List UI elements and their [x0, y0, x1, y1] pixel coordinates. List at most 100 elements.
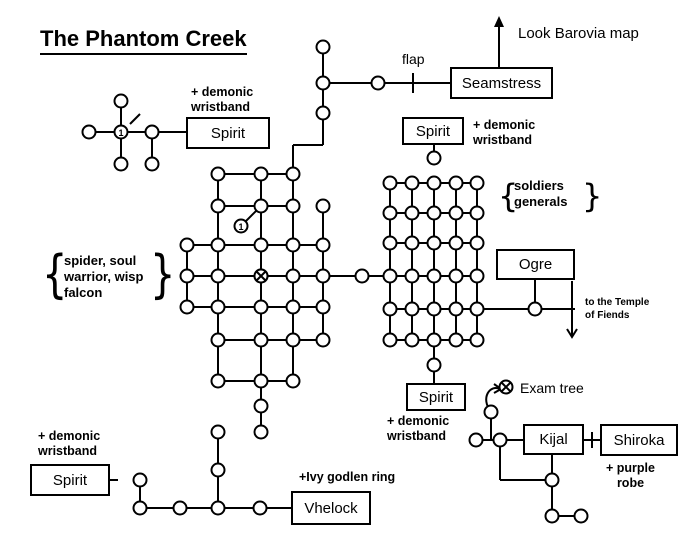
- room-node[interactable]: [382, 332, 398, 348]
- room-node[interactable]: [132, 500, 148, 516]
- room-node[interactable]: [573, 508, 589, 524]
- reward-note-wristband: + demonic wristband: [191, 85, 253, 115]
- room-node[interactable]: [144, 124, 160, 140]
- room-node[interactable]: [492, 432, 508, 448]
- room-node[interactable]: [315, 105, 331, 121]
- room-node[interactable]: [483, 404, 499, 420]
- room-node[interactable]: [315, 332, 331, 348]
- room-node[interactable]: [404, 268, 420, 284]
- room-node[interactable]: [354, 268, 370, 284]
- room-node[interactable]: [253, 424, 269, 440]
- room-node[interactable]: [448, 301, 464, 317]
- room-node[interactable]: [210, 424, 226, 440]
- room-node[interactable]: [210, 268, 226, 284]
- kijal-box[interactable]: Kijal: [523, 424, 584, 455]
- spirit-box-south[interactable]: Spirit: [406, 383, 466, 411]
- room-node[interactable]: [81, 124, 97, 140]
- room-node[interactable]: [468, 432, 484, 448]
- room-node[interactable]: [285, 166, 301, 182]
- room-node[interactable]: [179, 299, 195, 315]
- room-node[interactable]: [370, 75, 386, 91]
- spirit-box-northeast[interactable]: Spirit: [402, 117, 464, 145]
- room-node[interactable]: [426, 175, 442, 191]
- room-node[interactable]: [253, 299, 269, 315]
- room-node[interactable]: [253, 166, 269, 182]
- room-node[interactable]: [382, 301, 398, 317]
- room-node[interactable]: [210, 332, 226, 348]
- room-node[interactable]: [315, 198, 331, 214]
- room-node[interactable]: [426, 357, 442, 373]
- room-node[interactable]: [469, 235, 485, 251]
- room-node[interactable]: [285, 198, 301, 214]
- room-node[interactable]: [253, 237, 269, 253]
- room-node[interactable]: [426, 235, 442, 251]
- room-node[interactable]: [172, 500, 188, 516]
- room-node[interactable]: [448, 205, 464, 221]
- room-node[interactable]: [469, 268, 485, 284]
- barovia-map-link[interactable]: Look Barovia map: [518, 25, 639, 42]
- room-node[interactable]: [315, 237, 331, 253]
- room-node[interactable]: [544, 508, 560, 524]
- room-node[interactable]: [253, 398, 269, 414]
- room-node[interactable]: [382, 268, 398, 284]
- room-node[interactable]: [426, 150, 442, 166]
- room-node[interactable]: [210, 166, 226, 182]
- room-node[interactable]: [285, 332, 301, 348]
- room-node[interactable]: [448, 175, 464, 191]
- room-node[interactable]: [132, 472, 148, 488]
- room-node[interactable]: [448, 268, 464, 284]
- spirit-box-southwest[interactable]: Spirit: [30, 464, 110, 496]
- room-node[interactable]: [285, 299, 301, 315]
- room-node[interactable]: [210, 198, 226, 214]
- room-node[interactable]: [315, 299, 331, 315]
- room-node[interactable]: [285, 237, 301, 253]
- room-node[interactable]: [404, 235, 420, 251]
- seamstress-box[interactable]: Seamstress: [450, 67, 553, 99]
- room-node[interactable]: [382, 175, 398, 191]
- room-node[interactable]: [113, 156, 129, 172]
- shiroka-box[interactable]: Shiroka: [600, 424, 678, 456]
- room-node[interactable]: [382, 205, 398, 221]
- room-node[interactable]: [253, 198, 269, 214]
- room-node[interactable]: [253, 373, 269, 389]
- room-node[interactable]: [469, 332, 485, 348]
- room-node[interactable]: [426, 301, 442, 317]
- room-node[interactable]: [469, 301, 485, 317]
- room-node[interactable]: [426, 332, 442, 348]
- ogre-box[interactable]: Ogre: [496, 249, 575, 280]
- room-node[interactable]: [210, 237, 226, 253]
- room-node[interactable]: [210, 299, 226, 315]
- room-node[interactable]: [210, 462, 226, 478]
- room-node[interactable]: [253, 332, 269, 348]
- room-node[interactable]: [144, 156, 160, 172]
- room-node[interactable]: [404, 175, 420, 191]
- room-node[interactable]: [179, 237, 195, 253]
- room-node[interactable]: [404, 301, 420, 317]
- room-node[interactable]: [210, 500, 226, 516]
- room-node[interactable]: [448, 235, 464, 251]
- reward-line: wristband: [473, 133, 533, 147]
- room-node[interactable]: [210, 373, 226, 389]
- spirit-box-northwest[interactable]: Spirit: [186, 117, 270, 149]
- room-node[interactable]: [469, 175, 485, 191]
- room-node[interactable]: [404, 332, 420, 348]
- room-node[interactable]: [315, 75, 331, 91]
- room-node[interactable]: [426, 205, 442, 221]
- room-node[interactable]: [448, 332, 464, 348]
- room-node[interactable]: [285, 268, 301, 284]
- room-node[interactable]: [426, 268, 442, 284]
- room-node[interactable]: [469, 205, 485, 221]
- room-node[interactable]: [252, 500, 268, 516]
- temple-link[interactable]: to the Temple of Fiends: [585, 296, 649, 322]
- vhelock-box[interactable]: Vhelock: [291, 491, 371, 525]
- room-node[interactable]: [179, 268, 195, 284]
- room-node[interactable]: [527, 301, 543, 317]
- room-node[interactable]: [382, 235, 398, 251]
- room-node[interactable]: [285, 373, 301, 389]
- room-node[interactable]: [113, 93, 129, 109]
- room-node[interactable]: [404, 205, 420, 221]
- room-node[interactable]: [315, 268, 331, 284]
- room-node[interactable]: [315, 39, 331, 55]
- room-node[interactable]: [544, 472, 560, 488]
